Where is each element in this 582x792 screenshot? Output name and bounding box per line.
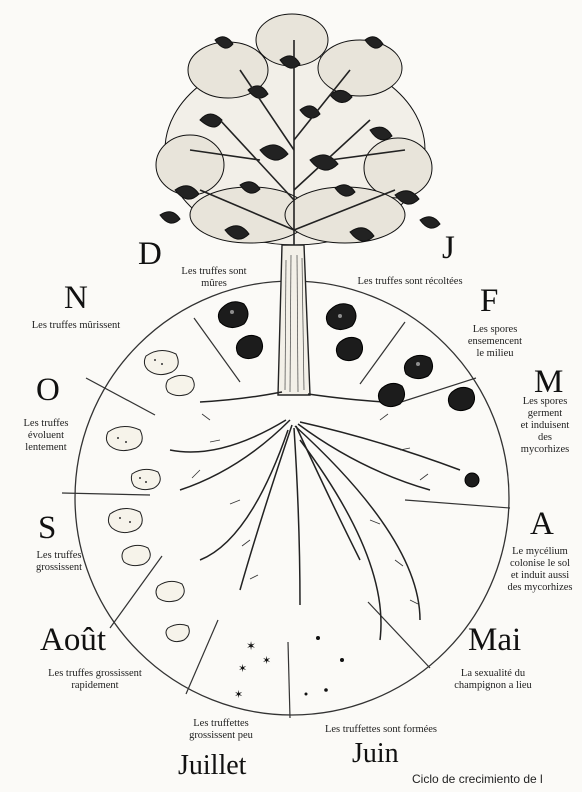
month-aout: Août (40, 622, 106, 659)
truffles-mature (218, 302, 479, 487)
month-mai: Mai (468, 622, 521, 659)
month-j: J (442, 230, 455, 267)
month-f: F (480, 283, 498, 320)
month-s: S (38, 510, 56, 547)
stage-juin: Les truffettes sont formées (306, 724, 456, 736)
tree-trunk (278, 245, 310, 395)
svg-text:✶: ✶ (238, 663, 247, 675)
root-hairs (192, 414, 428, 604)
svg-text:✶: ✶ (234, 689, 243, 701)
month-d: D (138, 236, 162, 273)
stage-j: Les truffes sont récoltées (340, 276, 480, 288)
month-juin: Juin (352, 738, 399, 770)
month-n: N (64, 280, 88, 317)
stage-n: Les truffes mûrissent (20, 320, 132, 332)
roots (170, 392, 460, 640)
svg-text:✶: ✶ (246, 639, 256, 653)
month-juillet: Juillet (178, 750, 246, 782)
figure-caption: Ciclo de crecimiento de l (412, 772, 543, 786)
svg-text:✶: ✶ (262, 655, 271, 667)
month-a: A (530, 506, 554, 543)
truffles-developing (106, 350, 194, 641)
tree-canopy (156, 14, 440, 245)
month-o: O (36, 372, 60, 409)
